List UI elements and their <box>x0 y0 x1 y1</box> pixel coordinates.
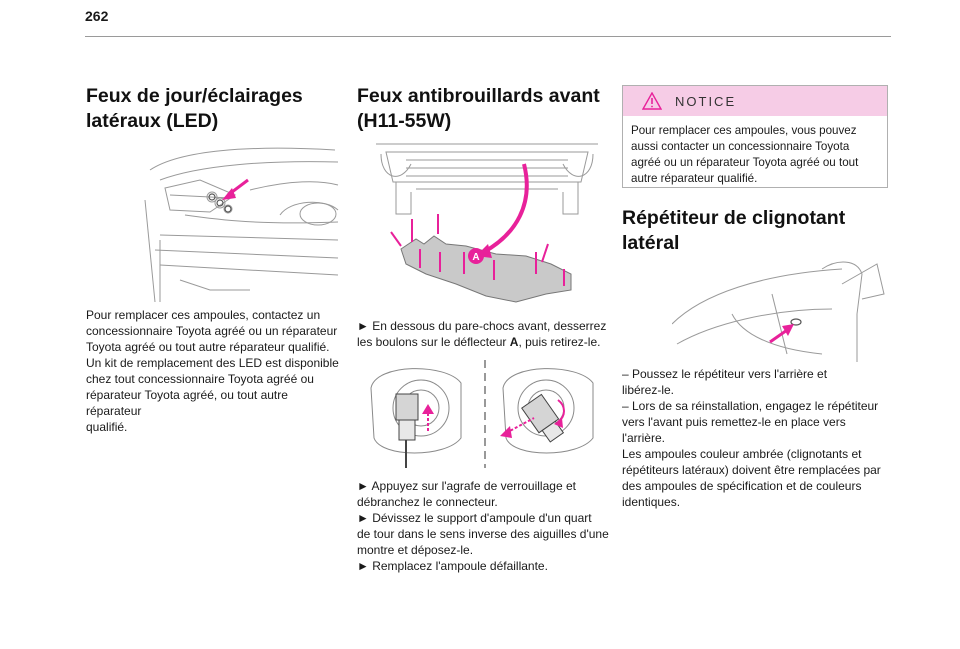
text-line: ► Appuyez sur l'agrafe de verrouillage e… <box>357 479 576 493</box>
daytime-lights-text: Pour remplacer ces ampoules, contactez u… <box>86 307 346 435</box>
text-line: agréé ou un réparateur Toyota agréé ou t… <box>631 156 859 169</box>
notice-title: NOTICE <box>675 94 737 109</box>
section-fog-lights: Feux antibrouillards avant (H11-55W) <box>357 84 615 134</box>
title-line-1: Répétiteur de clignotant <box>622 207 846 229</box>
text-line: ► Remplacez l'ampoule défaillante. <box>357 559 548 573</box>
text-line: Un kit de remplacement des LED est dispo… <box>86 356 339 370</box>
section-title: Feux de jour/éclairages latéraux (LED) <box>86 84 344 134</box>
text-line: réparateur Toyota agréé, ou tout autre r… <box>86 388 288 418</box>
page-number: 262 <box>85 8 109 24</box>
text-line: concessionnaire Toyota agréé ou un répar… <box>86 324 338 338</box>
text-line: débranchez le connecteur. <box>357 495 498 509</box>
figure-label-a: A <box>472 252 479 263</box>
text-line: ► Dévissez le support d'ampoule d'un qua… <box>357 511 592 525</box>
warning-icon <box>642 92 662 110</box>
text-prefix: les boulons sur le déflecteur <box>357 335 510 349</box>
text-line: chez tout concessionnaire Toyota agréé o… <box>86 372 314 386</box>
notice-header: NOTICE <box>623 86 887 116</box>
text-line: répétiteurs latéraux) doivent être rempl… <box>622 463 881 477</box>
title-line-1: Feux antibrouillards avant <box>357 85 600 107</box>
notice-body: Pour remplacer ces ampoules, vous pouvez… <box>623 116 887 187</box>
text-line: autre réparateur qualifié. <box>631 172 758 185</box>
text-line: Les ampoules couleur ambrée (clignotants… <box>622 447 862 461</box>
notice-box: NOTICE Pour remplacer ces ampoules, vous… <box>622 85 888 188</box>
section-title: Feux antibrouillards avant (H11-55W) <box>357 84 615 134</box>
text-line: Toyota agréé ou tout autre réparateur qu… <box>86 340 330 354</box>
section-side-repeater: Répétiteur de clignotant latéral <box>622 206 890 256</box>
deflector-illustration: A <box>376 134 598 306</box>
title-line-2: latéral <box>622 232 680 254</box>
text-line: de tour dans le sens inverse des aiguill… <box>357 527 609 541</box>
side-repeater-illustration <box>672 254 888 362</box>
text-line: Pour remplacer ces ampoules, vous pouvez <box>631 124 857 137</box>
text-line: aussi contacter un concessionnaire Toyot… <box>631 140 850 153</box>
title-line-1: Feux de jour/éclairages <box>86 85 303 107</box>
text-line: des ampoules de spécification et de coul… <box>622 479 862 493</box>
text-line: – Lors de sa réinstallation, engagez le … <box>622 399 879 413</box>
text-line: – Poussez le répétiteur vers l'arrière e… <box>622 367 828 381</box>
text-line: les boulons sur le déflecteur A, puis re… <box>357 334 619 350</box>
fog-step-1: ► En dessous du pare-chocs avant, desser… <box>357 318 619 350</box>
header-divider <box>85 36 891 37</box>
text-line: l'arrière. <box>622 431 665 445</box>
section-daytime-lights: Feux de jour/éclairages latéraux (LED) <box>86 84 344 134</box>
text-line: vers l'avant puis remettez-le en place v… <box>622 415 846 429</box>
section-title: Répétiteur de clignotant latéral <box>622 206 890 256</box>
fog-bulb-illustration <box>366 358 598 470</box>
text-line: Pour remplacer ces ampoules, contactez u… <box>86 308 321 322</box>
fog-steps: ► Appuyez sur l'agrafe de verrouillage e… <box>357 478 619 574</box>
daytime-light-illustration <box>140 140 340 302</box>
text-line: identiques. <box>622 495 681 509</box>
label-a: A <box>509 335 519 349</box>
text-suffix: , puis retirez-le. <box>518 335 601 349</box>
text-line: ► En dessous du pare-chocs avant, desser… <box>357 319 607 333</box>
title-line-2: latéraux (LED) <box>86 110 219 132</box>
side-repeater-text: – Poussez le répétiteur vers l'arrière e… <box>622 366 892 510</box>
title-line-2: (H11-55W) <box>357 110 452 132</box>
text-line: libérez-le. <box>622 383 675 397</box>
text-line: montre et déposez-le. <box>357 543 474 557</box>
curved-arrow <box>483 163 529 254</box>
text-line: qualifié. <box>86 420 128 434</box>
